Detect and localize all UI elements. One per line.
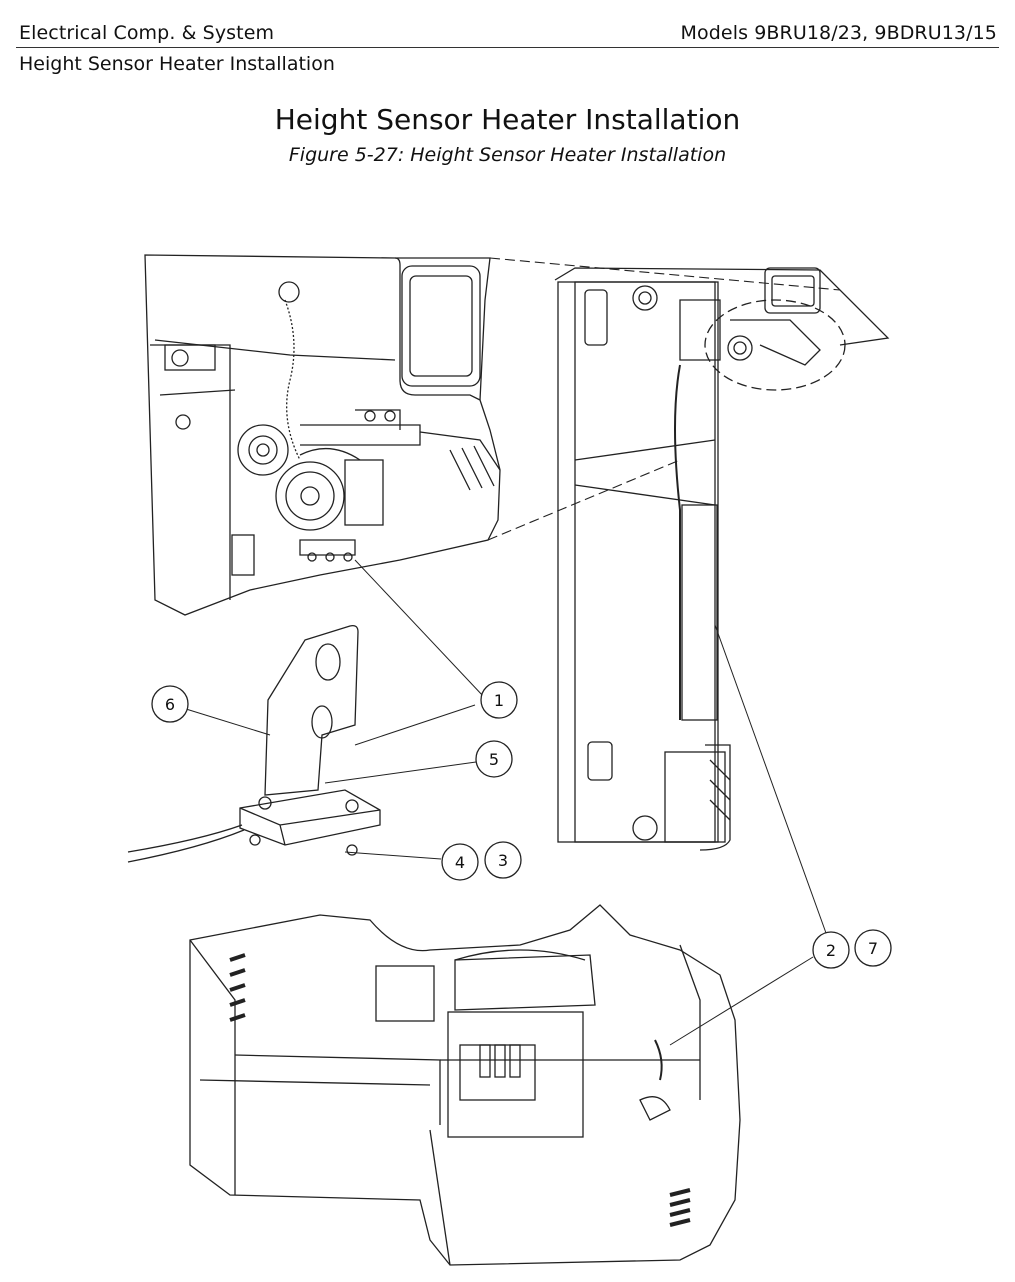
header-section: Electrical Comp. & System: [19, 22, 275, 44]
mast-assembly-view: [554, 267, 890, 851]
callout-5: 5: [475, 740, 513, 778]
leader-lines: [185, 559, 827, 1046]
callout-4: 4: [441, 843, 479, 881]
page-title: Height Sensor Heater Installation: [274, 103, 741, 136]
callout-1: 1: [480, 681, 518, 719]
callout-2: 2: [812, 931, 850, 969]
callout-7: 7: [854, 929, 892, 967]
svg-text:5: 5: [489, 750, 499, 769]
header-models: Models 9BRU18/23, 9BDRU13/15: [680, 22, 997, 44]
figure-caption: Figure 5-27: Height Sensor Heater Instal…: [288, 144, 727, 166]
callout-3: 3: [484, 841, 522, 879]
svg-text:6: 6: [165, 695, 175, 714]
header-subsection: Height Sensor Heater Installation: [19, 53, 335, 75]
chassis-compartment-view: [189, 904, 741, 1266]
callout-6: 6: [151, 685, 189, 723]
svg-text:2: 2: [826, 941, 836, 960]
svg-text:4: 4: [455, 853, 465, 872]
svg-text:1: 1: [494, 691, 504, 710]
detail-view-sensor-mount: [144, 254, 501, 616]
header-divider: [16, 47, 999, 48]
svg-text:7: 7: [868, 939, 878, 958]
svg-text:3: 3: [498, 851, 508, 870]
heater-bracket-view: [127, 624, 381, 863]
projection-lines: [487, 257, 841, 541]
